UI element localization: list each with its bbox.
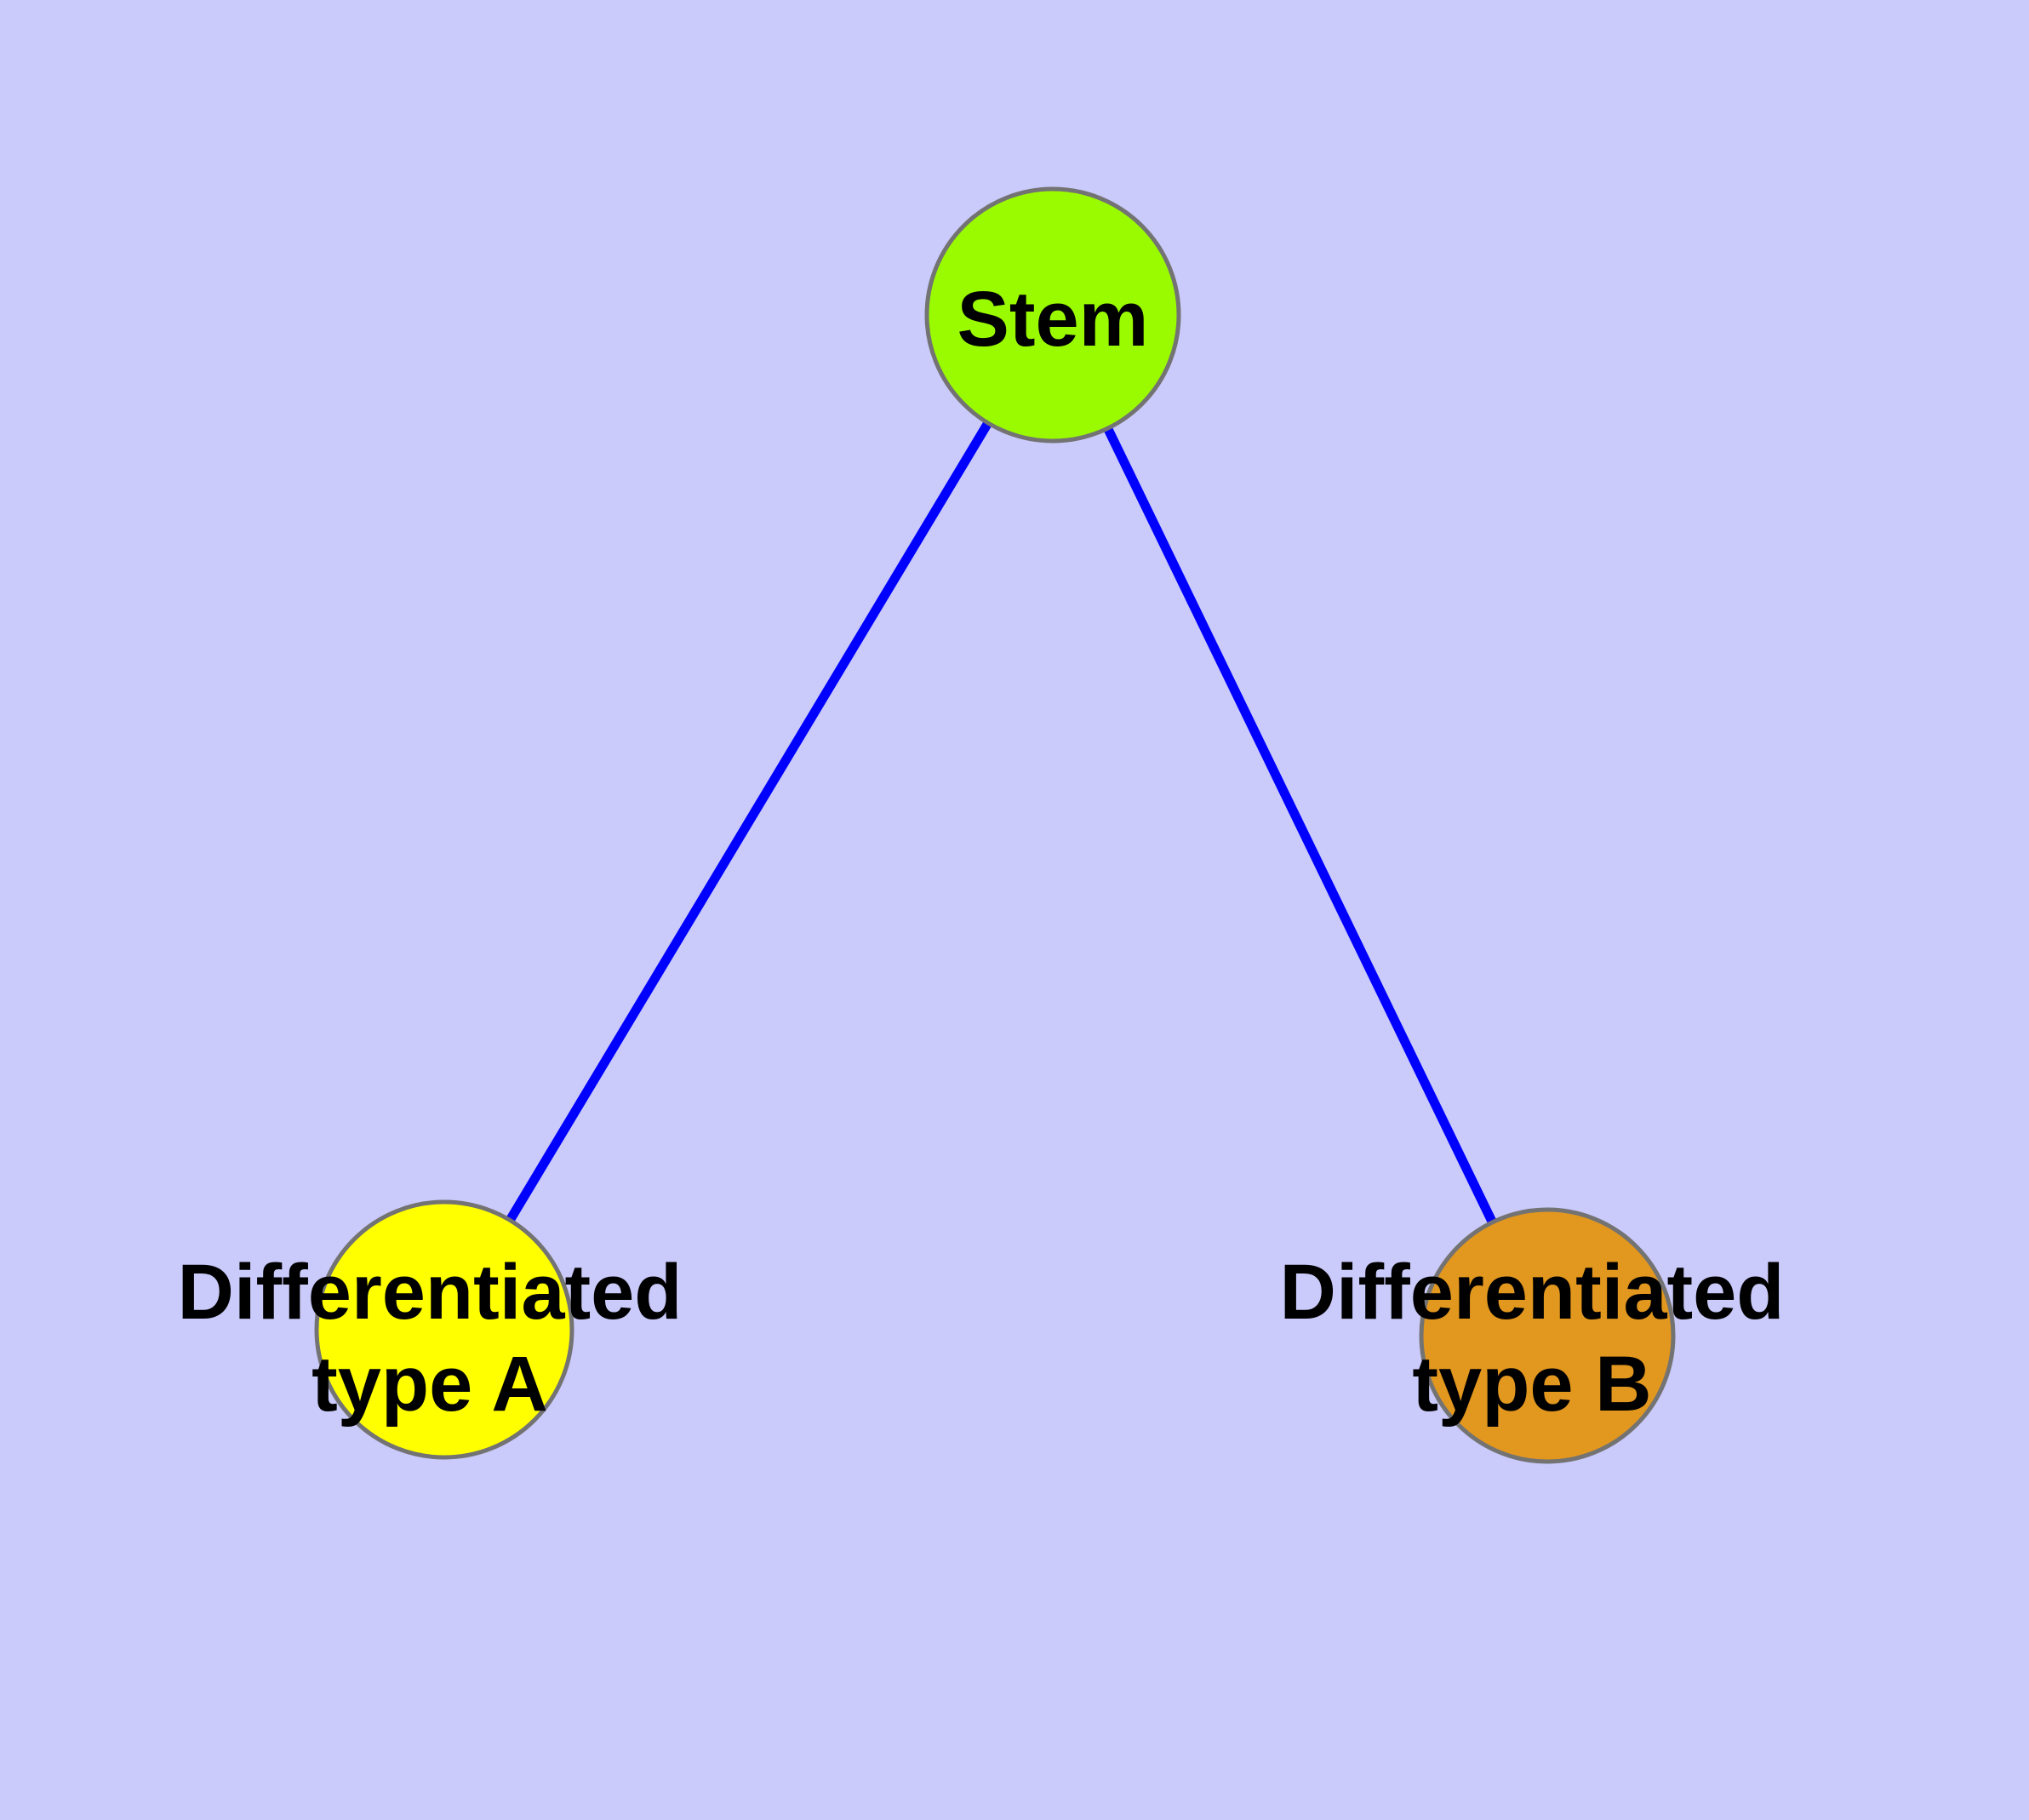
edge-stem-to-type-b xyxy=(1049,312,1552,1338)
node-type-a-label-line1: Differentiated xyxy=(178,1249,683,1336)
node-differentiated-type-a xyxy=(314,1199,574,1460)
node-differentiated-type-b xyxy=(1419,1207,1676,1464)
node-stem xyxy=(924,186,1181,444)
edge-stem-to-type-a xyxy=(440,312,1057,1332)
node-type-a-label-line2: type A xyxy=(311,1341,548,1428)
node-stem-label: Stem xyxy=(957,276,1149,363)
node-type-b-label-line1: Differentiated xyxy=(1280,1249,1785,1336)
node-type-b-label-line2: type B xyxy=(1412,1341,1651,1428)
